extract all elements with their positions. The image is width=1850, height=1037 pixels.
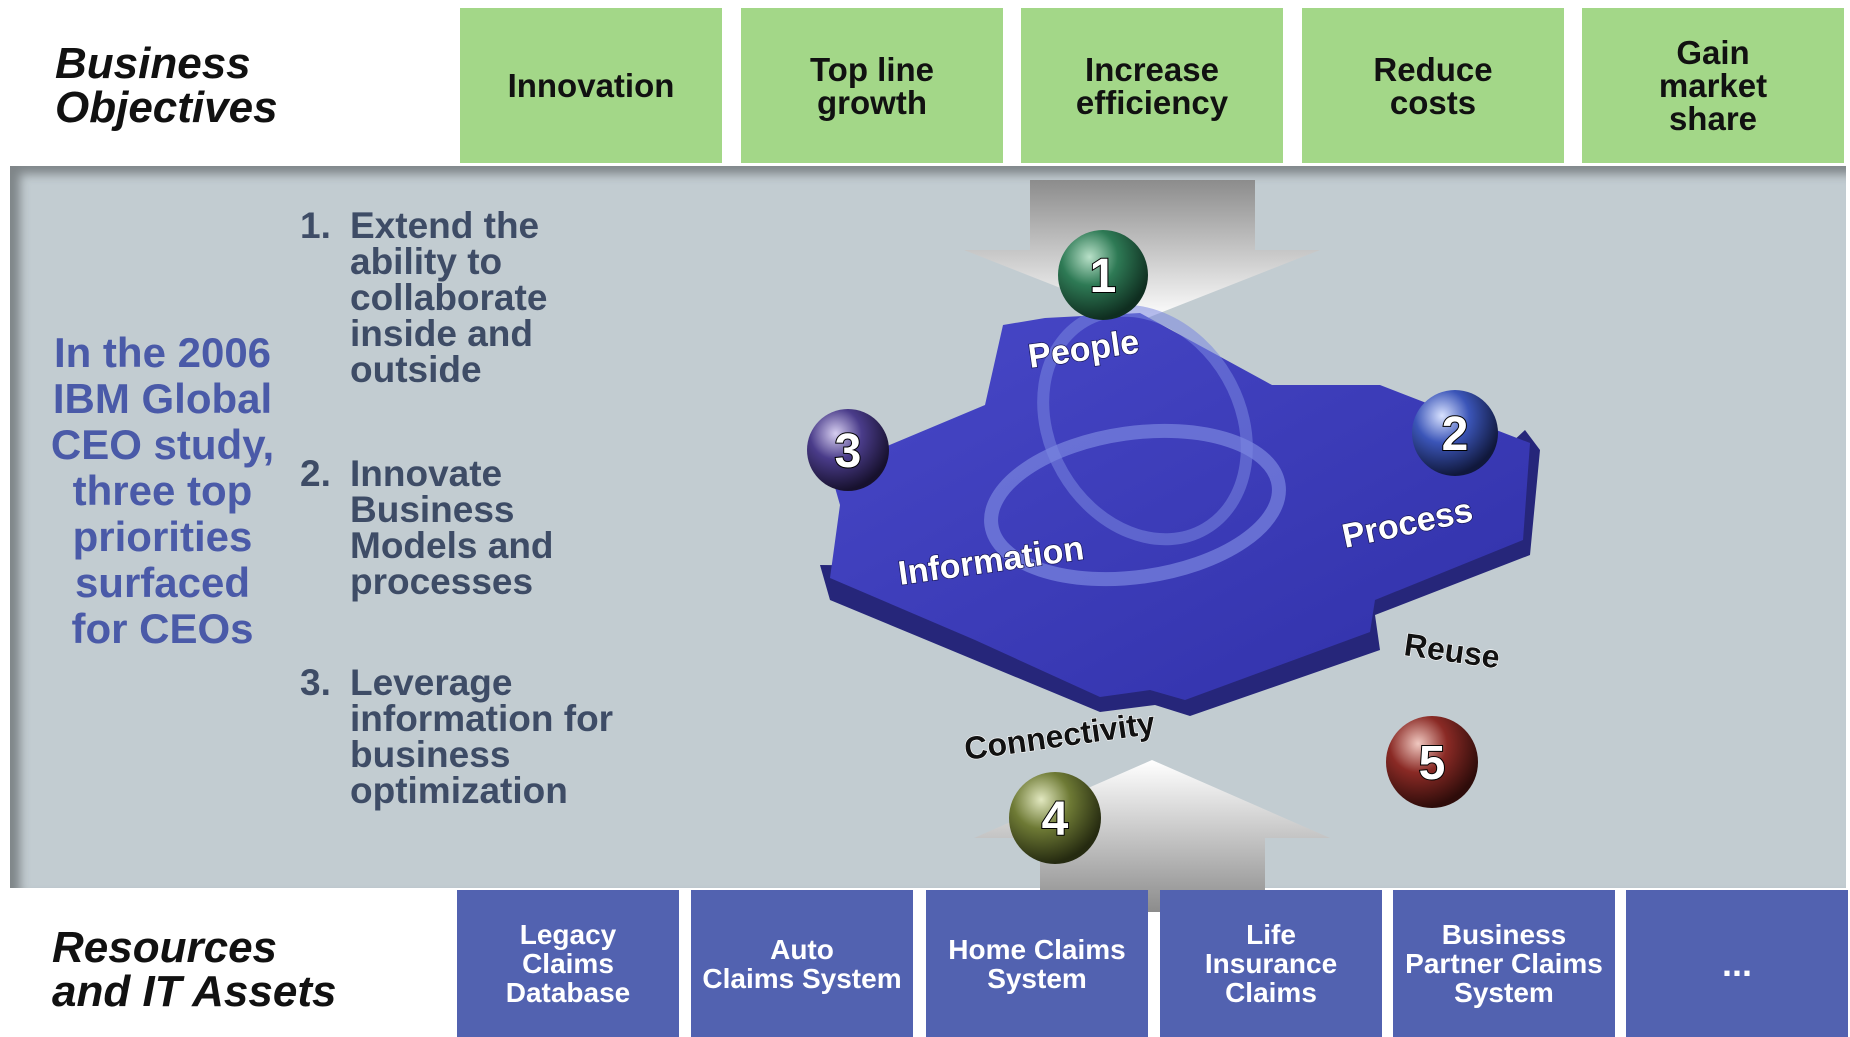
svg-text:3: 3 <box>835 425 862 478</box>
resources-title: Resources and IT Assets <box>52 923 337 1016</box>
priority-3: 3. Leverage information for business opt… <box>300 662 614 811</box>
resource-home-claims-system[interactable]: Home Claims System <box>926 890 1148 1037</box>
label-reuse: Reuse <box>1402 626 1502 675</box>
objective-reduce-costs[interactable]: Reduce costs <box>1302 8 1564 163</box>
ball-1[interactable]: 1 <box>1058 230 1148 320</box>
ceo-study-intro: In the 2006 IBM Global CEO study, three … <box>50 329 275 652</box>
svg-text:2: 2 <box>1442 408 1469 461</box>
objective-increase-efficiency[interactable]: Increase efficiency <box>1021 8 1283 163</box>
assets-up-arrow <box>974 760 1330 912</box>
ball-4[interactable]: 4 <box>1009 772 1101 864</box>
resource-life-insurance-claims[interactable]: Life Insurance Claims <box>1160 890 1382 1037</box>
resource-legacy-claims-database[interactable]: Legacy Claims Database <box>457 890 679 1037</box>
priority-1-number: 1. <box>300 205 331 246</box>
svg-text:1: 1 <box>1090 250 1117 303</box>
objective-top-line-growth[interactable]: Top line growth <box>741 8 1003 163</box>
ball-3[interactable]: 3 <box>807 409 889 491</box>
priority-1: 1. Extend the ability to collaborate ins… <box>300 205 548 390</box>
resource-business-partner-claims-system[interactable]: Business Partner Claims System <box>1393 890 1615 1037</box>
resource-auto-claims-system[interactable]: Auto Claims System <box>691 890 913 1037</box>
resource-more[interactable]: ... <box>1626 890 1848 1037</box>
priority-2: 2. Innovate Business Models and processe… <box>300 453 554 602</box>
priority-3-text: Leverage information for business optimi… <box>350 662 614 811</box>
ball-2[interactable]: 2 <box>1412 390 1498 476</box>
ball-5[interactable]: 5 <box>1386 716 1478 808</box>
puzzle-top <box>830 313 1530 700</box>
objective-innovation[interactable]: Innovation <box>460 8 722 163</box>
svg-text:4: 4 <box>1042 793 1069 846</box>
svg-text:5: 5 <box>1419 737 1446 790</box>
priority-2-number: 2. <box>300 453 331 494</box>
label-connectivity: Connectivity <box>962 705 1157 767</box>
objectives-down-arrow <box>964 180 1320 320</box>
objective-gain-market-share[interactable]: Gain market share <box>1582 8 1844 163</box>
business-objectives-title: Business Objectives <box>55 39 278 132</box>
priority-2-text: Innovate Business Models and processes <box>350 453 554 602</box>
priority-3-number: 3. <box>300 662 331 703</box>
priority-1-text: Extend the ability to collaborate inside… <box>350 205 548 390</box>
